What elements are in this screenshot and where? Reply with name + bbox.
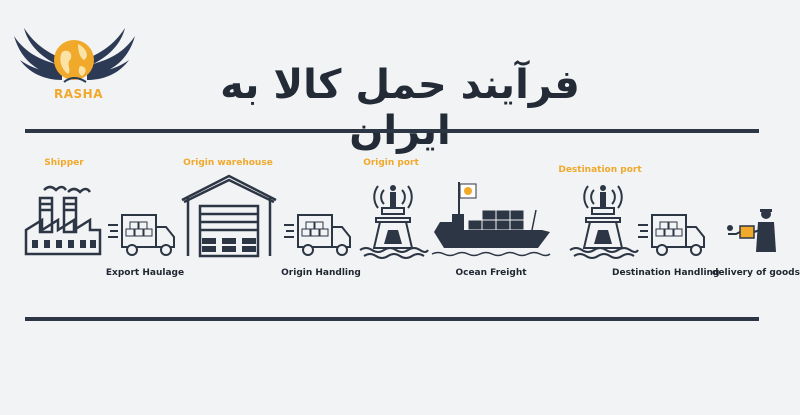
truck-icon [284, 214, 351, 256]
top-divider [25, 129, 759, 133]
label-destination-handling: Destination Handling [612, 268, 720, 278]
label-origin-warehouse: Origin warehouse [183, 158, 273, 168]
port-beacon-icon [569, 185, 639, 259]
truck-icon [638, 214, 705, 256]
factory-icon [24, 185, 102, 256]
warehouse-icon [181, 174, 277, 258]
label-shipper: Shipper [44, 158, 84, 168]
label-ocean-freight: Ocean Freight [455, 268, 527, 278]
label-origin-port: Origin port [363, 158, 419, 168]
truck-icon [108, 214, 175, 256]
page-title: فرآیند حمل کالا به ایران [220, 62, 580, 154]
cargo-ship-icon [431, 182, 551, 257]
brand-logo: RASHA [12, 14, 137, 104]
bottom-divider [25, 317, 759, 321]
label-delivery-of-goods: delivery of goods [712, 268, 800, 278]
label-origin-handling: Origin Handling [281, 268, 361, 278]
winged-globe-logo-icon [14, 28, 135, 83]
delivery-person-icon [727, 209, 776, 252]
label-export-haulage: Export Haulage [105, 268, 185, 278]
brand-name: RASHA [54, 87, 103, 101]
label-destination-port: Destination port [558, 165, 642, 175]
port-beacon-icon [359, 185, 429, 259]
